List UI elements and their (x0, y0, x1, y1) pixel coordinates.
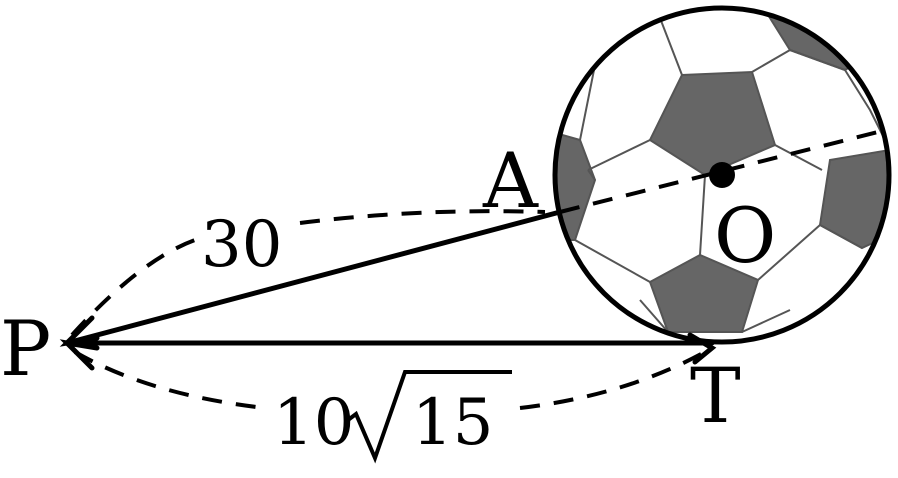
length-pt-coefficient: 10 (273, 386, 354, 460)
length-pt-radicand: 15 (412, 386, 493, 460)
label-p: P (0, 304, 51, 393)
measure-arc-pa (70, 209, 546, 337)
label-t: T (690, 351, 741, 440)
ball-patch-center (648, 70, 777, 177)
secant-extension-through-o (559, 128, 887, 214)
measure-arc-pt (74, 346, 713, 410)
ball-patch-bottom (648, 253, 760, 333)
secant-segment-pa (64, 209, 563, 346)
center-point-o (709, 162, 735, 188)
arrowhead-t (687, 332, 717, 365)
length-pa-label: 30 (201, 208, 282, 282)
label-a: A (482, 136, 539, 225)
radical-sign (346, 370, 512, 464)
arrowhead-p-lower (59, 339, 100, 371)
label-o: O (714, 191, 776, 280)
length-pt-label: 10 15 (273, 370, 512, 464)
